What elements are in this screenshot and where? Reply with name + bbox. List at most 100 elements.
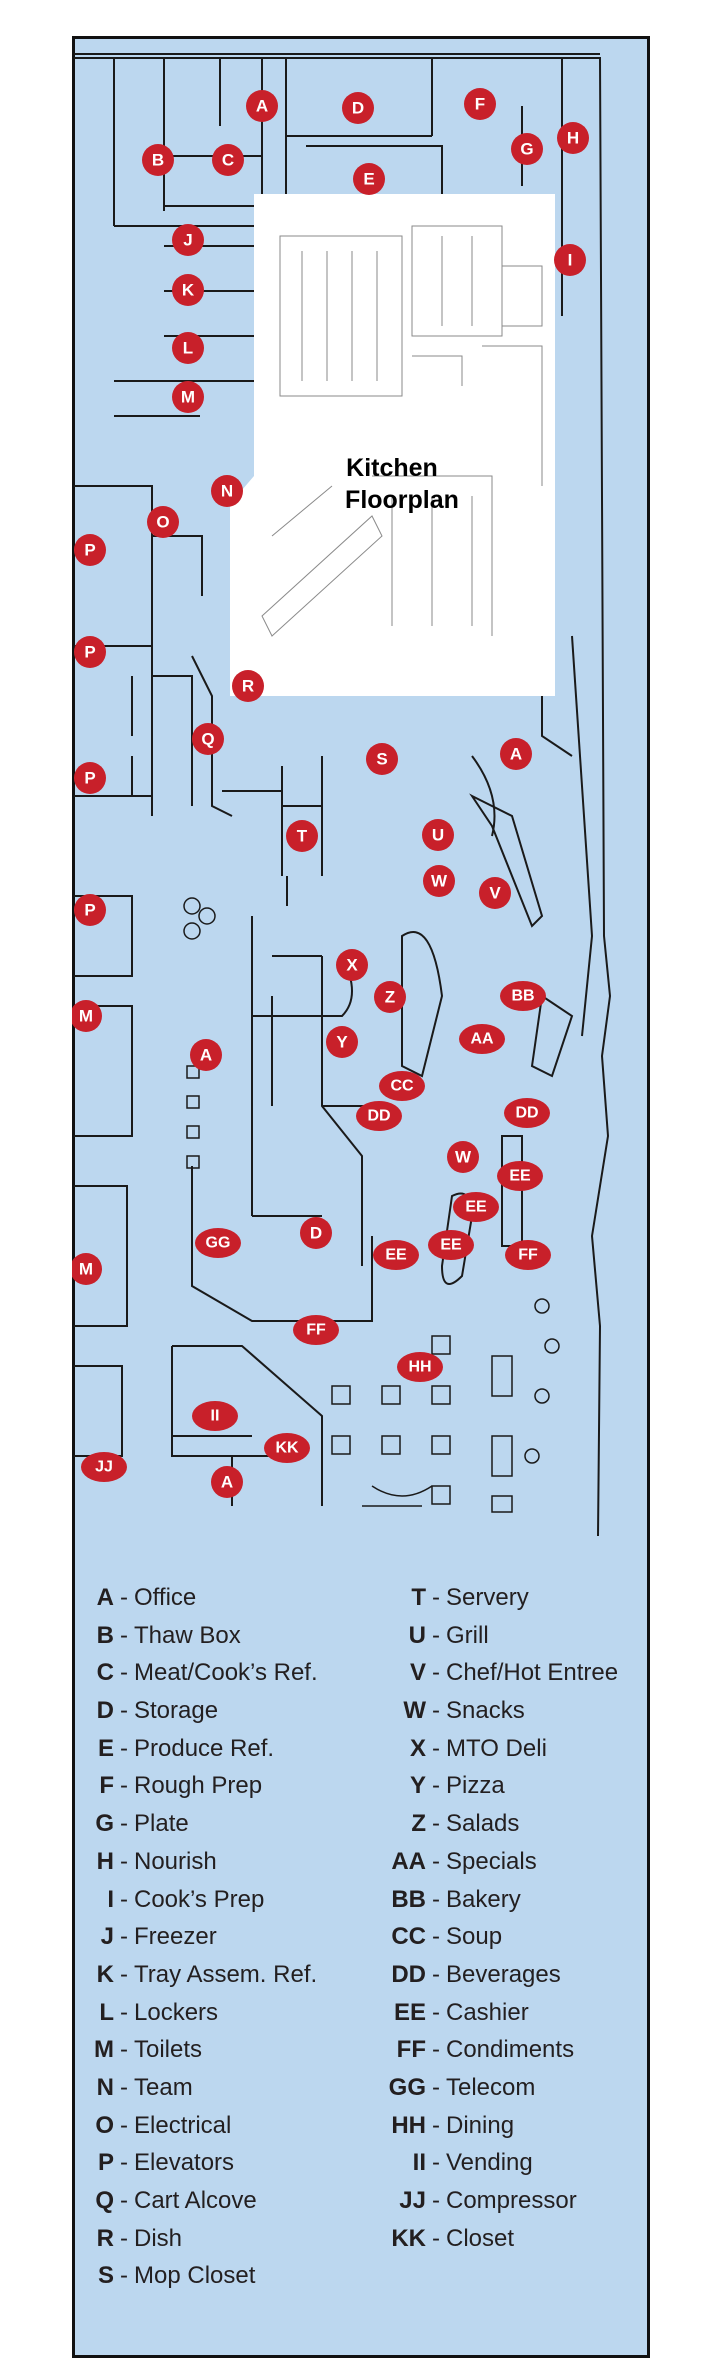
marker-jj-compressor[interactable]: JJ bbox=[81, 1452, 127, 1482]
svg-text:A: A bbox=[256, 97, 268, 116]
svg-text:GG: GG bbox=[206, 1235, 231, 1252]
svg-text:CC: CC bbox=[390, 1078, 414, 1095]
legend-item: M-Toilets bbox=[94, 2036, 203, 2064]
svg-text:P: P bbox=[84, 541, 95, 560]
marker-bb-bakery[interactable]: BB bbox=[500, 981, 546, 1011]
marker-v-chef-hot-entree[interactable]: V bbox=[479, 877, 511, 909]
svg-text:L: L bbox=[183, 339, 193, 358]
kitchen-title-line-1: Kitchen bbox=[346, 454, 438, 482]
marker-j-freezer[interactable]: J bbox=[172, 224, 204, 256]
legend-item: Y-Pizza bbox=[409, 1772, 505, 1800]
marker-gg-telecom[interactable]: GG bbox=[195, 1228, 241, 1258]
svg-text:G: G bbox=[520, 140, 533, 159]
legend-item: T-Servery bbox=[411, 1584, 529, 1611]
svg-text:F: F bbox=[475, 95, 485, 114]
outer-wall bbox=[74, 57, 612, 1537]
svg-text:Q: Q bbox=[201, 730, 214, 749]
marker-hh-dining[interactable]: HH bbox=[397, 1352, 443, 1382]
svg-text:V: V bbox=[489, 884, 501, 903]
legend-right: T-Servery U-Grill V-Chef/Hot Entree W-Sn… bbox=[372, 1579, 618, 2257]
marker-o-electrical[interactable]: O bbox=[147, 506, 179, 538]
marker-dd-beverages-2[interactable]: DD bbox=[504, 1098, 550, 1128]
marker-aa-specials[interactable]: AA bbox=[459, 1024, 505, 1054]
floorplan-drawing: Kitchen Floorplan A D F G H B C E I J K … bbox=[72, 53, 612, 1537]
marker-p-elevators-4[interactable]: P bbox=[74, 894, 106, 926]
marker-a-office-2[interactable]: A bbox=[500, 738, 532, 770]
svg-text:A: A bbox=[510, 745, 522, 764]
marker-p-elevators-2[interactable]: P bbox=[74, 636, 106, 668]
marker-n-team[interactable]: N bbox=[211, 475, 243, 507]
marker-f-rough-prep[interactable]: F bbox=[464, 88, 496, 120]
legend-item: JJ-Compressor bbox=[399, 2187, 577, 2214]
marker-d-storage-2[interactable]: D bbox=[300, 1217, 332, 1249]
svg-text:Z: Z bbox=[385, 988, 395, 1007]
marker-ee-cashier-4[interactable]: EE bbox=[373, 1240, 419, 1270]
marker-g-plate[interactable]: G bbox=[511, 133, 543, 165]
legend-item: Q-Cart Alcove bbox=[95, 2187, 257, 2214]
svg-text:EE: EE bbox=[385, 1247, 407, 1264]
marker-s-mop-closet[interactable]: S bbox=[366, 743, 398, 775]
svg-text:S: S bbox=[376, 750, 387, 769]
svg-text:A: A bbox=[200, 1046, 212, 1065]
svg-text:D: D bbox=[352, 99, 364, 118]
marker-w-snacks-2[interactable]: W bbox=[447, 1141, 479, 1173]
svg-text:EE: EE bbox=[440, 1237, 462, 1254]
marker-ii-vending[interactable]: II bbox=[192, 1401, 238, 1431]
marker-l-lockers[interactable]: L bbox=[172, 332, 204, 364]
marker-m-toilets[interactable]: M bbox=[172, 381, 204, 413]
marker-e-produce-ref[interactable]: E bbox=[353, 163, 385, 195]
legend-item: X-MTO Deli bbox=[409, 1734, 547, 1762]
marker-p-elevators-3[interactable]: P bbox=[74, 762, 106, 794]
marker-h-nourish[interactable]: H bbox=[557, 122, 589, 154]
legend-item: J-Freezer bbox=[100, 1923, 217, 1951]
svg-text:T: T bbox=[297, 827, 308, 846]
marker-a-office-3[interactable]: A bbox=[190, 1039, 222, 1071]
svg-text:FF: FF bbox=[306, 1322, 326, 1339]
marker-cc-soup[interactable]: CC bbox=[379, 1071, 425, 1101]
svg-text:E: E bbox=[363, 170, 374, 189]
svg-text:KK: KK bbox=[275, 1440, 299, 1457]
marker-ff-condiments-2[interactable]: FF bbox=[293, 1315, 339, 1345]
marker-dd-beverages[interactable]: DD bbox=[356, 1101, 402, 1131]
marker-ee-cashier-3[interactable]: EE bbox=[428, 1230, 474, 1260]
svg-text:R: R bbox=[242, 677, 254, 696]
marker-ee-cashier-2[interactable]: EE bbox=[453, 1192, 499, 1222]
marker-a-office-4[interactable]: A bbox=[211, 1466, 243, 1498]
marker-m-toilets-3[interactable]: M bbox=[72, 1253, 102, 1285]
marker-u-grill[interactable]: U bbox=[422, 819, 454, 851]
marker-q-cart-alcove[interactable]: Q bbox=[192, 723, 224, 755]
legend-item: GG-Telecom bbox=[388, 2073, 536, 2101]
marker-kk-closet[interactable]: KK bbox=[264, 1433, 310, 1463]
marker-t-servery[interactable]: T bbox=[286, 820, 318, 852]
marker-x-mto-deli[interactable]: X bbox=[336, 949, 368, 981]
svg-text:H: H bbox=[567, 129, 579, 148]
legend-item: BB-Bakery bbox=[391, 1885, 521, 1913]
svg-text:DD: DD bbox=[367, 1108, 390, 1125]
legend-item: N-Team bbox=[96, 2073, 193, 2101]
marker-r-dish[interactable]: R bbox=[232, 670, 264, 702]
marker-w-snacks[interactable]: W bbox=[423, 865, 455, 897]
legend-item: G-Plate bbox=[95, 1810, 189, 1838]
marker-c-meat-ref[interactable]: C bbox=[212, 144, 244, 176]
marker-m-toilets-2[interactable]: M bbox=[72, 1000, 102, 1032]
marker-a-office[interactable]: A bbox=[246, 90, 278, 122]
marker-z-salads[interactable]: Z bbox=[374, 981, 406, 1013]
svg-text:X: X bbox=[346, 956, 358, 975]
marker-y-pizza[interactable]: Y bbox=[326, 1026, 358, 1058]
svg-text:DD: DD bbox=[515, 1105, 538, 1122]
marker-ee-cashier[interactable]: EE bbox=[497, 1161, 543, 1191]
legend-item: FF-Condiments bbox=[396, 2036, 575, 2064]
marker-d-storage[interactable]: D bbox=[342, 92, 374, 124]
svg-text:M: M bbox=[79, 1260, 93, 1279]
marker-p-elevators-1[interactable]: P bbox=[74, 534, 106, 566]
svg-text:W: W bbox=[431, 872, 448, 891]
marker-k-tray-assem[interactable]: K bbox=[172, 274, 204, 306]
marker-ff-condiments[interactable]: FF bbox=[505, 1240, 551, 1270]
walls-left-rooms bbox=[74, 485, 203, 1457]
lounge-seats bbox=[183, 897, 216, 1169]
svg-text:K: K bbox=[182, 281, 195, 300]
marker-i-cooks-prep[interactable]: I bbox=[554, 244, 586, 276]
legend-item: O-Electrical bbox=[95, 2111, 232, 2139]
marker-b-thaw-box[interactable]: B bbox=[142, 144, 174, 176]
svg-text:W: W bbox=[455, 1148, 472, 1167]
